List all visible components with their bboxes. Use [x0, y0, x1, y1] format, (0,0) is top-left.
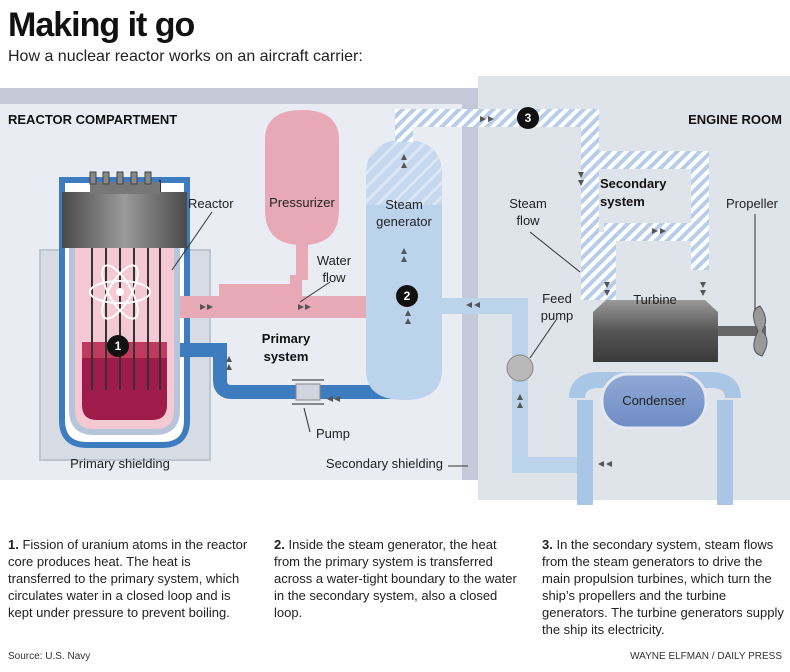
step-3: 3. In the secondary system, steam flows … [542, 536, 784, 638]
steam-line [395, 109, 709, 270]
reactor-label: Reactor [188, 196, 234, 211]
artist-credit: WAYNE ELFMAN / DAILY PRESS [630, 651, 782, 662]
marker-3-label: 3 [525, 111, 532, 125]
reactor-head [62, 192, 187, 248]
water-flow-label-2: flow [322, 270, 346, 285]
steam-flow-label-2: flow [516, 213, 540, 228]
primary-pump [295, 383, 321, 401]
pressurizer-label: Pressurizer [269, 195, 335, 210]
step-3-text: In the secondary system, steam flows fro… [542, 537, 784, 637]
water-flow-label-1: Water [317, 253, 352, 268]
feed-pump-label-2: pump [541, 308, 574, 323]
title: Making it go [8, 6, 195, 44]
step-1: 1. Fission of uranium atoms in the react… [8, 536, 256, 621]
propeller-label: Propeller [726, 196, 779, 211]
primary-shielding-label: Primary shielding [70, 456, 170, 471]
step-2-number: 2. [274, 537, 285, 552]
reactor-core [82, 342, 167, 420]
flow-arrows [200, 116, 706, 467]
steam-generator-label-2: generator [376, 214, 432, 229]
condenser [600, 372, 708, 430]
step-3-number: 3. [542, 537, 553, 552]
marker-1 [107, 335, 129, 357]
marker-1-label: 1 [115, 339, 122, 353]
subtitle: How a nuclear reactor works on an aircra… [8, 48, 363, 65]
primary-hot-leg [180, 296, 410, 318]
marker-2-label: 2 [404, 289, 411, 303]
step-1-text: Fission of uranium atoms in the reactor … [8, 537, 248, 620]
secondary-shielding-label: Secondary shielding [326, 456, 443, 471]
pump-label: Pump [316, 426, 350, 441]
leader-lines [171, 211, 756, 467]
source-credit: Source: U.S. Navy [8, 651, 91, 662]
primary-system-label-1: Primary [262, 331, 311, 346]
marker-2 [396, 285, 418, 307]
turbine [593, 300, 718, 362]
step-2-text: Inside the steam generator, the heat fro… [274, 537, 517, 620]
step-1-number: 1. [8, 537, 19, 552]
pressurizer [265, 110, 339, 245]
secondary-shielding-wall [0, 88, 478, 480]
propeller-shaft [718, 326, 766, 336]
condenser-label: Condenser [622, 393, 686, 408]
feed-pump-label-1: Feed [542, 291, 572, 306]
feed-pump [506, 354, 534, 382]
steam-generator-label-1: Steam [385, 197, 423, 212]
primary-system-label-2: system [264, 349, 309, 364]
marker-3 [517, 107, 539, 129]
secondary-system-label-1: Secondary [600, 176, 667, 191]
reactor-diagram: 1 2 3 REACTOR COMPARTMENT ENGINE ROOM Re… [0, 76, 790, 505]
reactor-compartment-header: REACTOR COMPARTMENT [8, 112, 177, 127]
turbine-label: Turbine [633, 292, 677, 307]
secondary-system-label-2: system [600, 194, 645, 209]
steam-flow-label-1: Steam [509, 196, 547, 211]
step-2: 2. Inside the steam generator, the heat … [274, 536, 524, 621]
engine-room-header: ENGINE ROOM [688, 112, 782, 127]
atom-icon [89, 264, 151, 320]
